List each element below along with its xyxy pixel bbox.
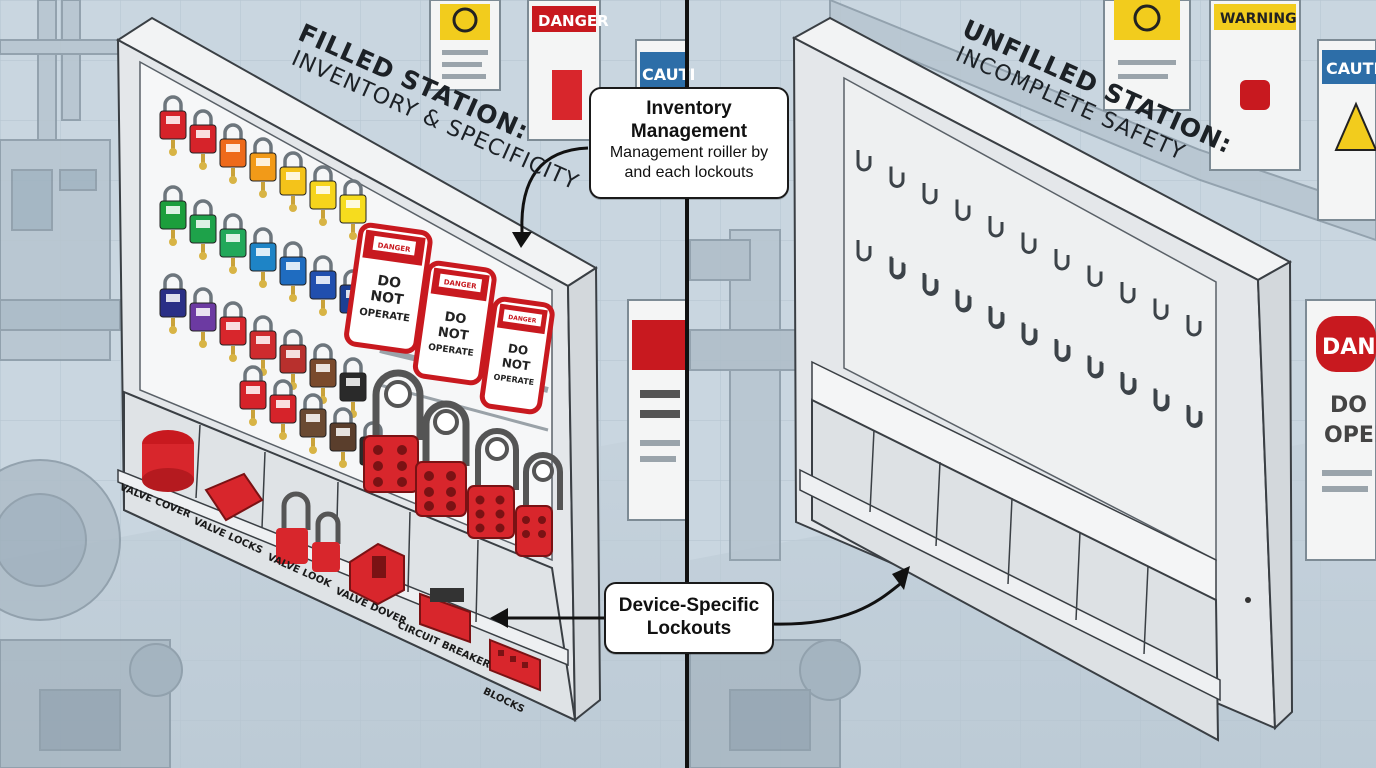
peg-hook	[1187, 406, 1203, 428]
device-title-line1: Device-Specific	[618, 595, 760, 616]
arrow-head-left	[490, 608, 508, 628]
padlock	[299, 393, 327, 454]
padlock-grid	[159, 95, 387, 482]
inventory-title-line1: Inventory	[646, 98, 732, 119]
arrow-head-inventory	[512, 232, 532, 248]
padlock	[239, 365, 267, 426]
peg-hook	[956, 291, 972, 313]
inventory-desc-line1: Management roiller by	[609, 144, 769, 161]
background-signs-right: WARNING CAUTI DAN DO NO OPERA	[1103, 0, 1376, 561]
padlock	[219, 301, 247, 362]
background-pipes-right	[689, 0, 1376, 768]
peg-hook	[989, 307, 1005, 329]
peg-hook	[856, 240, 872, 262]
peg-hook	[889, 166, 905, 188]
callout-arrows	[508, 146, 901, 626]
padlock	[329, 407, 357, 468]
svg-text:OPERA: OPERA	[1324, 423, 1376, 448]
padlock	[249, 137, 277, 198]
peg-hook	[988, 216, 1004, 238]
peg-hook	[1120, 282, 1136, 304]
svg-text:DO NO: DO NO	[1330, 393, 1376, 418]
peg-hook	[1154, 390, 1170, 412]
peg-hook	[923, 274, 939, 296]
lockout-hasps	[363, 369, 563, 557]
inventory-title-line2: Management	[630, 121, 748, 142]
peg-hook	[1054, 249, 1070, 271]
padlock	[159, 273, 187, 334]
tag-text-not: NOT	[369, 288, 405, 309]
warning-sign-text: WARNING	[1220, 11, 1297, 27]
peg-hook	[1121, 373, 1137, 395]
padlock	[269, 379, 297, 440]
inventory-desc-line2: and each lockouts	[624, 164, 754, 181]
background-pipes-left	[0, 0, 183, 768]
padlock	[189, 199, 217, 260]
padlock	[249, 227, 277, 288]
peg-hook	[890, 258, 906, 280]
padlock	[159, 185, 187, 246]
empty-peg-hooks	[856, 150, 1203, 428]
padlock	[279, 241, 307, 302]
padlock	[189, 109, 217, 170]
caution-sign-text-right: CAUTI	[1326, 59, 1376, 78]
tag-text-do: DO	[376, 273, 402, 292]
peg-hook	[1186, 315, 1202, 337]
device-specific-callout: Device-Specific Lockouts	[604, 582, 774, 654]
peg-hook	[856, 150, 872, 172]
danger-tags: DANGER DO NOT OPERATE DANGER DO NOT OPER…	[344, 222, 555, 415]
peg-hook	[955, 199, 971, 221]
padlock	[159, 95, 187, 156]
tag-header-3: DANGER	[508, 314, 537, 325]
padlock	[279, 151, 307, 212]
bin-devices	[142, 430, 541, 692]
padlock	[309, 343, 337, 404]
peg-hook	[1087, 265, 1103, 287]
peg-hook	[1153, 298, 1169, 320]
danger-sign-text: DANGER	[538, 12, 609, 30]
device-title-line2: Lockouts	[646, 618, 732, 639]
padlock	[189, 287, 217, 348]
peg-hook	[922, 183, 938, 205]
peg-hook	[1055, 340, 1071, 362]
tag-text-not-2: NOT	[437, 325, 470, 344]
peg-hook	[1021, 232, 1037, 254]
padlock	[219, 123, 247, 184]
arrow-head-right	[892, 566, 910, 590]
padlock	[309, 255, 337, 316]
tag-text-not-3: NOT	[501, 356, 532, 374]
peg-hook	[1022, 324, 1038, 346]
padlock	[339, 179, 367, 240]
inventory-management-callout: Inventory Management Management roiller …	[589, 87, 789, 199]
tag-text-do-3: DO	[507, 341, 529, 358]
padlock	[219, 213, 247, 274]
caution-sign-text: CAUTI	[642, 65, 696, 84]
danger-big-sign-text: DAN	[1322, 335, 1376, 360]
tag-text-do-2: DO	[444, 310, 468, 328]
padlock	[309, 165, 337, 226]
peg-hook	[1088, 357, 1104, 379]
